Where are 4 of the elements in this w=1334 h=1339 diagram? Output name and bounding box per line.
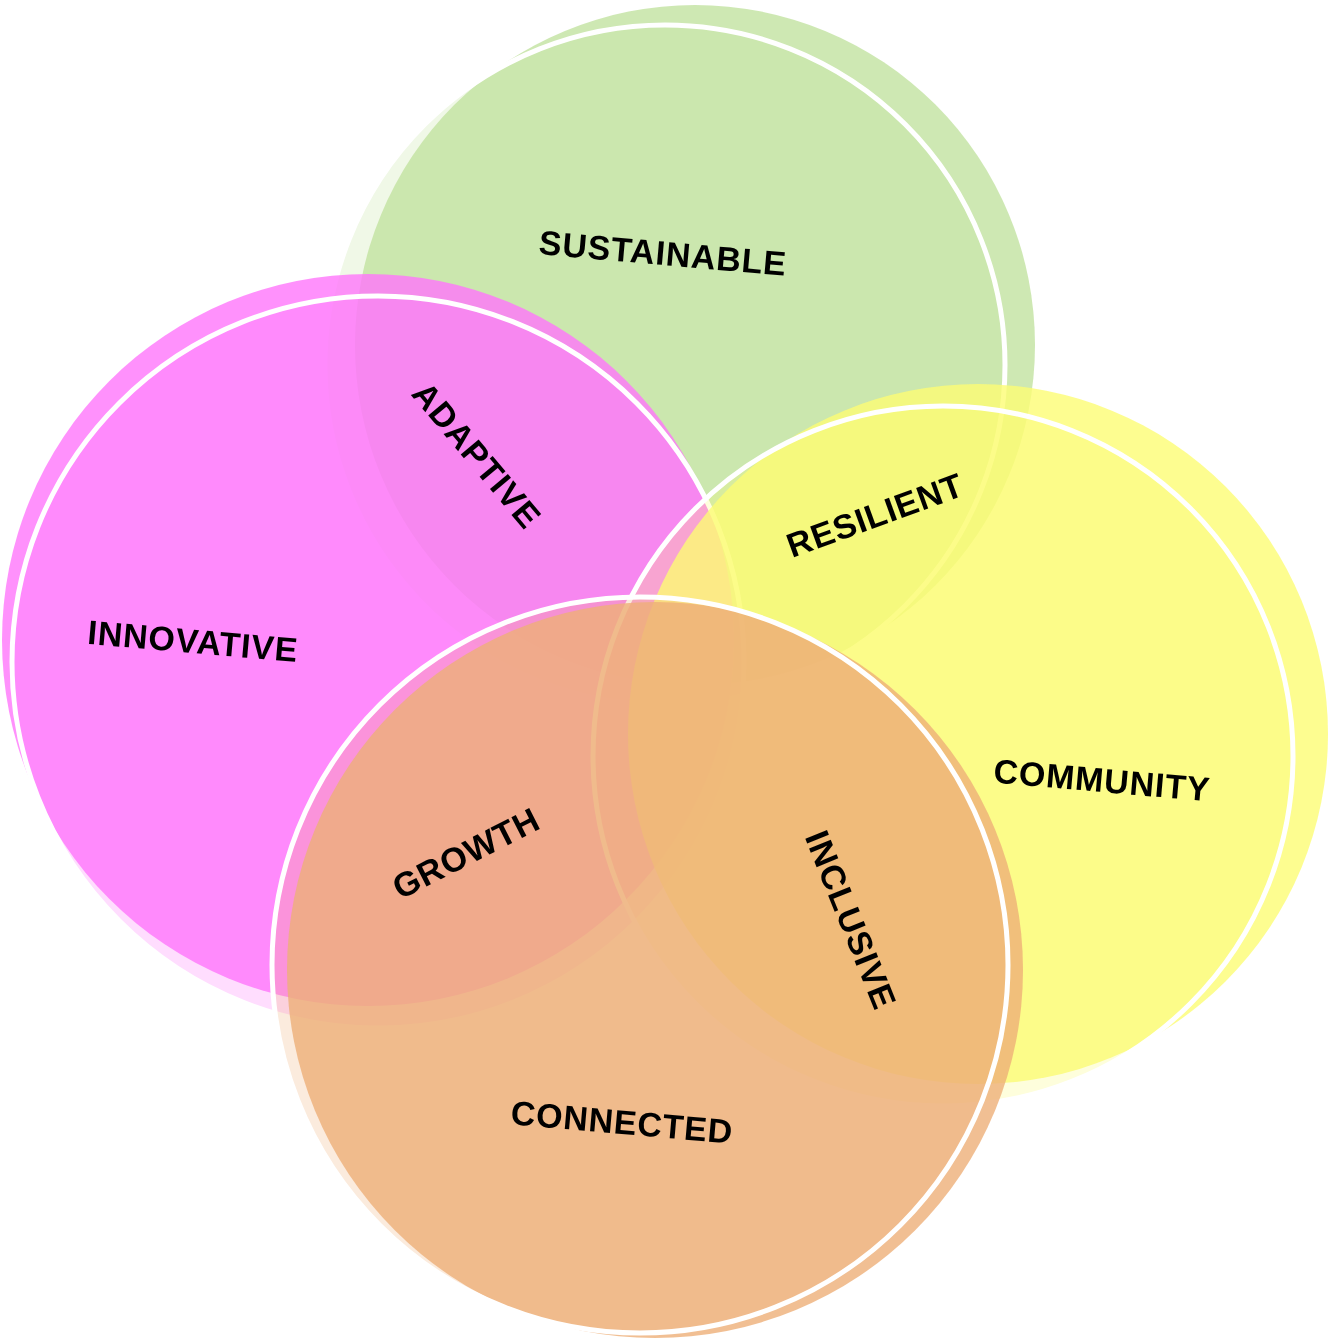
circle-label: INNOVATIVE	[86, 614, 300, 668]
circle-label: CONNECTED	[509, 1095, 735, 1149]
circle-label: COMMUNITY	[992, 753, 1212, 807]
circle-label: SUSTAINABLE	[537, 225, 789, 281]
